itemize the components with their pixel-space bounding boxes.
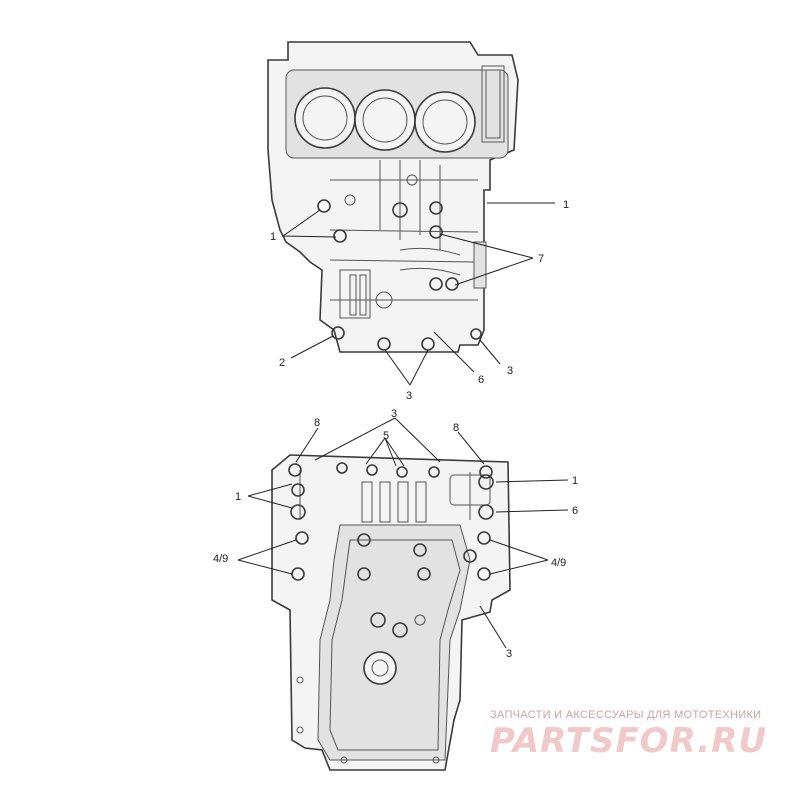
callout-3-lower-right: 3 <box>506 648 512 660</box>
callout-1-upper-left: 1 <box>270 231 276 243</box>
callout-4-9-right: 4/9 <box>551 557 566 569</box>
lower-crankcase <box>271 454 511 771</box>
callout-8-right: 8 <box>453 422 459 434</box>
upper-leader-lines <box>282 202 555 386</box>
callout-6-lower: 6 <box>572 505 578 517</box>
callout-5: 5 <box>383 430 389 442</box>
callout-6-upper: 6 <box>478 374 484 386</box>
callout-3-upper-right: 3 <box>507 365 513 377</box>
callout-1-lower-left: 1 <box>235 491 241 503</box>
callout-4-9-left: 4/9 <box>213 553 228 565</box>
upper-labels: 1 1 7 2 6 3 3 <box>270 199 569 402</box>
callout-2: 2 <box>279 357 285 369</box>
callout-3-upper-bottom: 3 <box>406 390 412 402</box>
callout-3-lower-top: 3 <box>391 408 397 420</box>
watermark: ЗАПЧАСТИ И АКСЕССУАРЫ ДЛЯ МОТОТЕХНИКИ PA… <box>490 709 767 761</box>
upper-crankcase <box>267 41 519 353</box>
callout-1-lower-right: 1 <box>572 475 578 487</box>
watermark-logo: PARTSFOR.RU <box>490 721 767 761</box>
callout-7: 7 <box>538 253 544 265</box>
lower-labels: 3 8 8 5 1 1 6 4/9 4/9 3 <box>213 408 578 660</box>
lower-leader-lines <box>237 417 569 649</box>
watermark-tagline: ЗАПЧАСТИ И АКСЕССУАРЫ ДЛЯ МОТОТЕХНИКИ <box>490 709 761 721</box>
callout-1-upper-right: 1 <box>563 199 569 211</box>
callout-8-left: 8 <box>314 417 320 429</box>
